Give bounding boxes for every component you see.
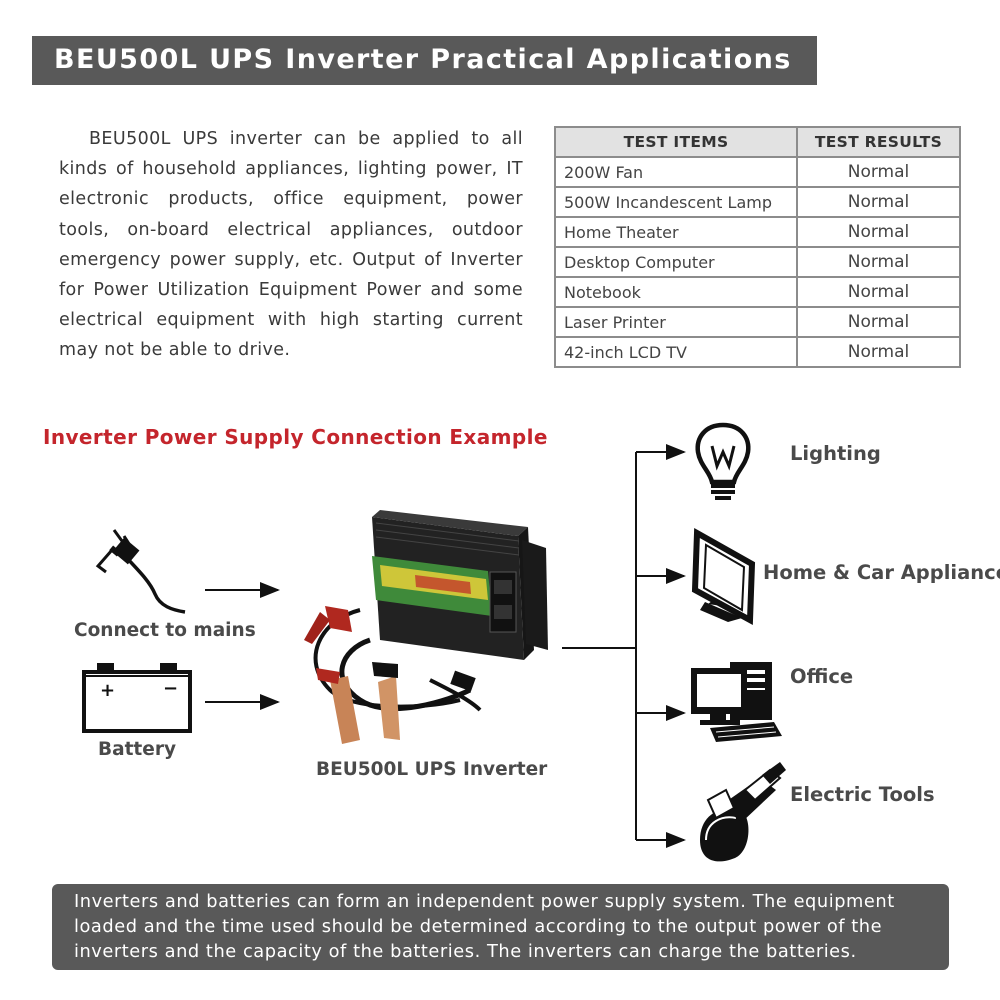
column-header-test-items: TEST ITEMS (554, 126, 798, 158)
angle-grinder-icon (700, 762, 786, 862)
intro-paragraph: BEU500L UPS inverter can be applied to a… (59, 124, 523, 366)
test-result: Normal (796, 246, 961, 278)
desktop-computer-icon (691, 662, 782, 742)
office-label: Office (790, 665, 854, 688)
test-item: Notebook (554, 276, 798, 308)
electric-tools-label: Electric Tools (790, 783, 935, 806)
battery-plus: + (100, 680, 115, 701)
footer-note-text: Inverters and batteries can form an inde… (74, 891, 895, 962)
battery-icon: + − (82, 663, 192, 733)
inverter-image (304, 510, 548, 744)
test-result: Normal (796, 276, 961, 308)
monitor-icon (691, 527, 756, 625)
battery-minus: − (163, 678, 178, 699)
test-result: Normal (796, 336, 961, 368)
power-plug-icon (95, 529, 186, 614)
test-result: Normal (796, 156, 961, 188)
inverter-label: BEU500L UPS Inverter (316, 759, 548, 780)
test-item: 500W Incandescent Lamp (554, 186, 798, 218)
intro-text: BEU500L UPS inverter can be applied to a… (59, 129, 523, 361)
test-item: Desktop Computer (554, 246, 798, 278)
connect-to-mains-label: Connect to mains (74, 620, 256, 641)
lighting-label: Lighting (790, 442, 881, 465)
lightbulb-icon (695, 422, 751, 500)
test-result: Normal (796, 186, 961, 218)
battery-label: Battery (98, 739, 177, 760)
title-banner (32, 36, 817, 85)
test-item: Laser Printer (554, 306, 798, 338)
test-item: 200W Fan (554, 156, 798, 188)
test-result: Normal (796, 306, 961, 338)
test-result: Normal (796, 216, 961, 248)
test-item: 42-inch LCD TV (554, 336, 798, 368)
home-car-appliances-label: Home & Car Appliances (763, 561, 1000, 584)
table-header-row: TEST ITEMS TEST RESULTS (554, 126, 961, 158)
column-header-test-results: TEST RESULTS (796, 126, 961, 158)
test-item: Home Theater (554, 216, 798, 248)
connection-heading: Inverter Power Supply Connection Example (43, 425, 548, 449)
footer-note-box (52, 884, 949, 970)
page-title: BEU500L UPS Inverter Practical Applicati… (54, 44, 792, 75)
